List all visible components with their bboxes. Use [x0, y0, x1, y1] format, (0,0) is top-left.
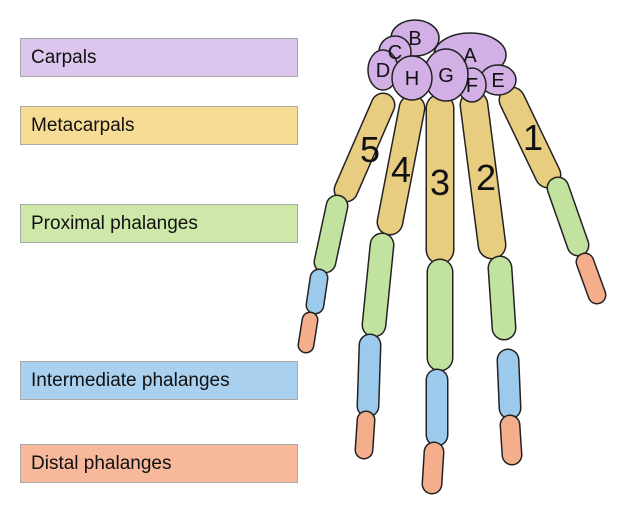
- carpal-letter: E: [491, 70, 504, 92]
- carpal-letter: H: [405, 68, 419, 90]
- finger-number: 4: [391, 149, 411, 190]
- finger-3-distal: [421, 441, 445, 495]
- carpal-letter: D: [376, 60, 390, 82]
- finger-number: 3: [430, 162, 450, 203]
- legend-proximal-phalanges: Proximal phalanges: [20, 204, 298, 243]
- finger-4-distal: [354, 410, 376, 460]
- finger-1-metacarpal: [498, 86, 562, 189]
- legend-distal-phalanges: Distal phalanges: [20, 444, 298, 483]
- carpal-letter: A: [463, 45, 477, 67]
- finger-2-intermediate: [496, 348, 522, 420]
- legend-metacarpals: Metacarpals: [20, 106, 298, 145]
- finger-1-proximal: [546, 176, 590, 257]
- finger-4-metacarpal: [376, 94, 426, 236]
- finger-2-proximal: [487, 255, 517, 341]
- carpal-bone-H: [391, 55, 433, 101]
- finger-5-metacarpal: [333, 92, 396, 203]
- legend-intermediate-phalanges: Intermediate phalanges: [20, 361, 298, 400]
- finger-number: 2: [476, 157, 496, 198]
- finger-4-proximal: [361, 232, 395, 338]
- carpal-letter: F: [466, 75, 478, 97]
- carpal-letter: B: [408, 28, 421, 50]
- finger-4-intermediate: [356, 333, 382, 418]
- finger-5-proximal: [313, 194, 349, 274]
- legend-carpals: Carpals: [20, 38, 298, 77]
- finger-1-distal: [575, 252, 607, 305]
- finger-number: 5: [360, 129, 380, 170]
- carpal-letter: G: [438, 65, 454, 87]
- finger-2-metacarpal: [459, 90, 507, 260]
- finger-5-intermediate: [305, 268, 329, 315]
- carpal-letter: C: [388, 42, 402, 64]
- finger-5-distal: [297, 311, 319, 354]
- finger-2-distal: [499, 414, 523, 466]
- finger-number: 1: [523, 117, 543, 158]
